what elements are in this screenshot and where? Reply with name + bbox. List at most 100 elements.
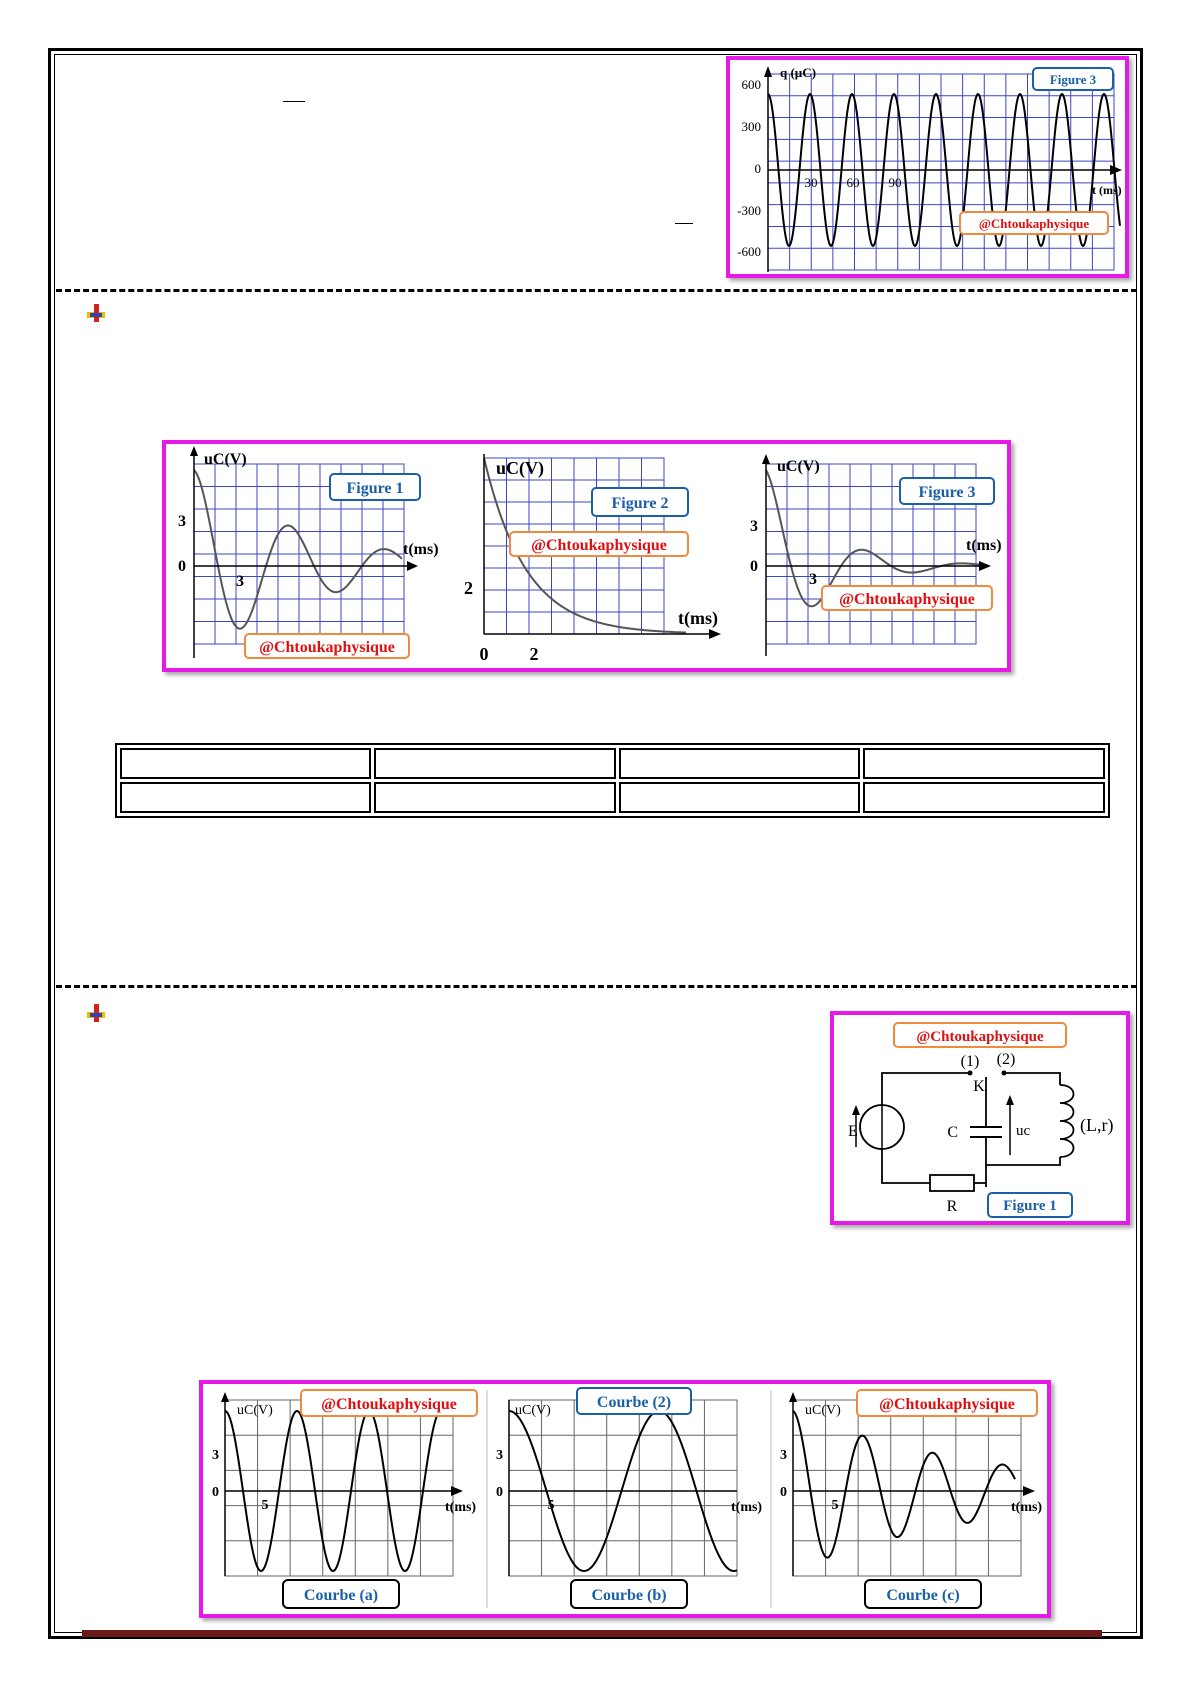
fig2-label: Figure 2 bbox=[611, 495, 668, 512]
b-y-label: uC(V) bbox=[515, 1403, 551, 1418]
fig3-label-box bbox=[899, 477, 995, 505]
c-y-tick: 3 bbox=[780, 1448, 787, 1463]
watermark: @Chtoukaphysique bbox=[531, 537, 667, 554]
table-cell[interactable] bbox=[863, 782, 1105, 813]
table-row bbox=[120, 748, 1105, 779]
curve-c bbox=[792, 1410, 1016, 1559]
fig1-y-label: uC(V) bbox=[204, 451, 247, 468]
figure-label-box bbox=[987, 1192, 1073, 1218]
b-x-tick: 5 bbox=[548, 1498, 555, 1513]
x-axis-arrow bbox=[1110, 165, 1122, 175]
fraction-bar bbox=[283, 101, 305, 102]
table-cell[interactable] bbox=[618, 748, 861, 779]
x-axis-label: t (ms) bbox=[1092, 183, 1122, 197]
table-cell[interactable] bbox=[374, 748, 616, 779]
y-axis-arrow bbox=[764, 66, 772, 77]
answer-table bbox=[115, 743, 1110, 818]
b-y-tick: 3 bbox=[496, 1448, 503, 1463]
uc-label: uc bbox=[1016, 1123, 1031, 1139]
fig1-y-tick: 3 bbox=[178, 513, 186, 530]
fig3-x-label: t(ms) bbox=[966, 537, 1002, 554]
fig2-x-tick: 2 bbox=[530, 644, 539, 664]
b-x-label: t(ms) bbox=[731, 1500, 762, 1515]
fig1-label-box bbox=[329, 473, 421, 501]
wire bbox=[881, 1151, 930, 1184]
watermark: @Chtoukaphysique bbox=[321, 1396, 457, 1413]
a-y-label: uC(V) bbox=[237, 1403, 273, 1418]
table-cell[interactable] bbox=[374, 782, 616, 813]
fig1-y-axis-arrow bbox=[190, 446, 198, 456]
a-y-tick: 3 bbox=[212, 1448, 219, 1463]
watermark: @Chtoukaphysique bbox=[916, 1029, 1044, 1045]
generator-label: E bbox=[848, 1123, 858, 1140]
watermark-box bbox=[509, 531, 689, 557]
page-outer-border bbox=[48, 48, 1143, 1639]
b-label: Courbe (b) bbox=[591, 1587, 666, 1604]
coil-label: (L,r) bbox=[1080, 1115, 1113, 1136]
fig3-curve bbox=[765, 469, 987, 608]
a-y-tick: 0 bbox=[212, 1485, 219, 1500]
b-tag: Courbe (2) bbox=[597, 1394, 671, 1411]
table-cell[interactable] bbox=[120, 782, 372, 813]
fig1-x-axis-arrow bbox=[407, 561, 418, 571]
fig3-y-tick: 0 bbox=[750, 558, 758, 575]
section-divider bbox=[56, 985, 1137, 988]
grid-frame bbox=[224, 1399, 454, 1577]
fig1-label: Figure 1 bbox=[346, 480, 403, 497]
fig3-y-label: uC(V) bbox=[777, 458, 820, 475]
table-cell[interactable] bbox=[863, 748, 1105, 779]
footer-rule bbox=[82, 1630, 1102, 1637]
y-tick: -600 bbox=[737, 244, 761, 259]
c-label: Courbe (c) bbox=[886, 1587, 959, 1604]
table-cell[interactable] bbox=[120, 748, 372, 779]
x-tick: 60 bbox=[847, 175, 860, 190]
arrow-head bbox=[852, 1105, 860, 1115]
watermark: @Chtoukaphysique bbox=[259, 639, 395, 656]
watermark: @Chtoukaphysique bbox=[979, 216, 1090, 231]
fig1-x-label: t(ms) bbox=[403, 541, 439, 558]
fig2-y-tick: 2 bbox=[464, 578, 473, 598]
fig2-y-label: uC(V) bbox=[496, 458, 544, 479]
charge-curve bbox=[767, 92, 1121, 248]
b-tag-box bbox=[576, 1387, 692, 1415]
fig3-x-axis-arrow bbox=[979, 561, 991, 571]
middle-figures-box: uC(V) t(ms) 3 0 3 Figure 1 @Chtoukaphysi… bbox=[162, 440, 1011, 672]
fig2-x-tick: 0 bbox=[480, 644, 489, 664]
watermark-box bbox=[244, 633, 410, 659]
top-figure-box: q (µC) t (ms) 600 300 0 -300 -600 30 60 … bbox=[726, 56, 1129, 278]
c-y-label: uC(V) bbox=[805, 1403, 841, 1418]
curve-a bbox=[224, 1409, 444, 1573]
c-y-axis-arrow bbox=[789, 1392, 797, 1402]
c-y-tick: 0 bbox=[780, 1485, 787, 1500]
a-label: Courbe (a) bbox=[304, 1587, 378, 1604]
wire bbox=[1004, 1072, 1061, 1085]
coil bbox=[1059, 1084, 1075, 1158]
x-tick: 30 bbox=[805, 175, 818, 190]
capacitor-label: C bbox=[947, 1124, 958, 1141]
figure-label: Figure 3 bbox=[1050, 72, 1097, 87]
c-x-axis-arrow bbox=[1023, 1486, 1035, 1496]
fig2-x-axis-arrow bbox=[709, 629, 721, 639]
watermark: @Chtoukaphysique bbox=[839, 591, 975, 608]
circuit-figure-box: @Chtoukaphysique (1) (2) K E C uc (L,r) … bbox=[830, 1011, 1130, 1225]
table-row bbox=[120, 782, 1105, 813]
x-tick: 90 bbox=[889, 175, 902, 190]
watermark-box bbox=[821, 585, 993, 611]
y-tick: 0 bbox=[755, 161, 762, 176]
fig3-y-tick: 3 bbox=[750, 518, 758, 535]
a-x-axis-arrow bbox=[451, 1486, 463, 1496]
watermark-box bbox=[300, 1389, 478, 1417]
figure-label-box bbox=[1032, 67, 1114, 91]
a-label-box bbox=[282, 1579, 400, 1609]
watermark: @Chtoukaphysique bbox=[879, 1396, 1015, 1413]
bullet-icon bbox=[87, 1004, 105, 1022]
y-tick: -300 bbox=[737, 203, 761, 218]
figure-label: Figure 1 bbox=[1003, 1198, 1056, 1214]
a-x-tick: 5 bbox=[262, 1498, 269, 1513]
switch-contact bbox=[967, 1070, 973, 1076]
y-tick: 300 bbox=[742, 119, 762, 134]
table-cell[interactable] bbox=[618, 782, 861, 813]
watermark-box bbox=[959, 211, 1109, 235]
a-y-axis-arrow bbox=[221, 1392, 229, 1402]
b-label-box bbox=[570, 1579, 688, 1609]
